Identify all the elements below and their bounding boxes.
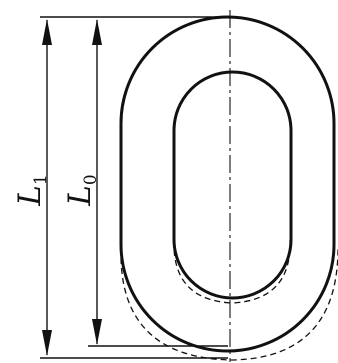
link-outer-contour: [119, 15, 336, 353]
label-l0: L0: [62, 174, 101, 206]
dimension-l1: [42, 19, 52, 356]
arrowhead-l1-top: [42, 19, 52, 45]
link-inner-contour: [172, 70, 293, 300]
arrowhead-l0-bottom: [92, 319, 102, 345]
deformed-inner-contour: [173, 239, 291, 304]
dimension-l0: [92, 19, 102, 345]
arrowhead-l0-top: [92, 19, 102, 45]
arrowhead-l1-bottom: [42, 330, 52, 356]
deformed-outer-contour: [120, 247, 338, 361]
label-l1: L1: [12, 174, 51, 206]
